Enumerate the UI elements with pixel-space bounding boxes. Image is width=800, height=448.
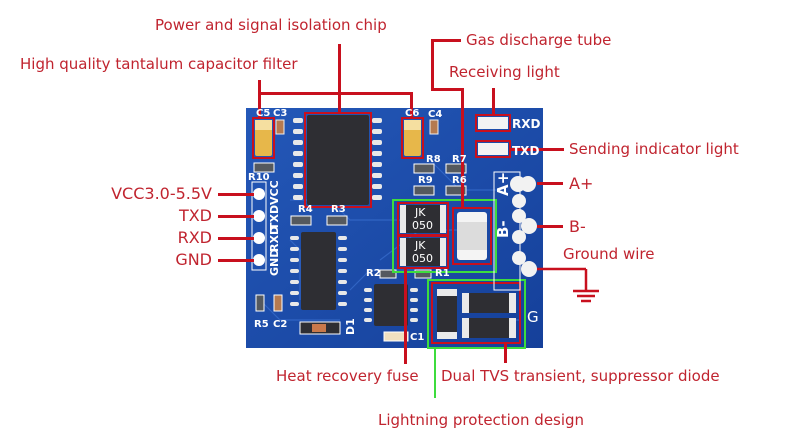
header-outline (251, 181, 267, 271)
leader-gas-h1 (431, 39, 461, 42)
gas-discharge-tube (452, 207, 492, 265)
leader-txd (218, 215, 254, 218)
silk-c6: C6 (405, 108, 420, 119)
silk-c2: C2 (273, 319, 288, 330)
lightning-box-upper (392, 199, 497, 273)
pin-label-rxd: RXD (177, 228, 212, 247)
leader-rxd (218, 237, 254, 240)
isolation-chip (293, 112, 382, 208)
callout-gas-tube: Gas discharge tube (466, 31, 612, 49)
fuse1-line2: 050 (412, 219, 433, 232)
silk-r3: R3 (331, 204, 346, 215)
silk-vcc: VCC (268, 180, 281, 205)
leader-b-minus (537, 225, 563, 228)
silk-d1: D1 (344, 318, 357, 335)
pin-label-gnd: GND (175, 250, 212, 269)
silk-r5: R5 (254, 319, 269, 330)
callout-receiving-light: Receiving light (449, 63, 560, 81)
rxd-led (475, 114, 511, 132)
tantalum-capacitor-c6 (401, 117, 424, 159)
leader-gas-v1 (431, 39, 434, 91)
silk-r2: R2 (366, 268, 381, 279)
leader-gas-h2 (431, 88, 463, 91)
silk-rxd-led: RXD (512, 117, 541, 131)
fuse2-line2: 050 (412, 252, 433, 265)
silk-r8: R8 (426, 154, 441, 165)
transceiver-chip (290, 232, 347, 310)
callout-heat-fuse: Heat recovery fuse (276, 367, 419, 385)
fuse1-line1: JK (415, 206, 426, 219)
fuse-2 (397, 235, 449, 269)
silk-c3: C3 (273, 108, 288, 119)
silk-c4: C4 (428, 109, 443, 120)
leader-vcc (218, 193, 254, 196)
small-ic (364, 284, 418, 326)
leader-lightning (434, 348, 436, 398)
leader-tantalum-horiz (258, 92, 411, 95)
callout-power-isolation: Power and signal isolation chip (155, 16, 387, 34)
silk-r10: R10 (248, 172, 270, 183)
silk-r6: R6 (452, 175, 467, 186)
fuse2-line1: JK (415, 239, 426, 252)
txd-led (475, 140, 511, 158)
silk-b-minus: B- (494, 220, 512, 238)
silk-g: G (527, 308, 539, 326)
callout-sending-light: Sending indicator light (569, 140, 739, 158)
silk-txd-led: TXD (512, 144, 540, 158)
leader-rx (492, 88, 495, 116)
silk-r9: R9 (418, 175, 433, 186)
leader-tx (510, 148, 564, 151)
callout-b-minus: B- (569, 217, 586, 236)
callout-lightning: Lightning protection design (378, 411, 585, 429)
tvs-diodes (431, 282, 521, 344)
silk-c1: C1 (410, 332, 425, 343)
callout-ground-wire: Ground wire (563, 245, 655, 263)
pin-label-txd: TXD (178, 206, 212, 225)
leader-tvs (504, 343, 507, 363)
callout-tvs-diode: Dual TVS transient, suppressor diode (441, 367, 720, 385)
silk-a-plus: A+ (494, 171, 512, 196)
leader-gnd (218, 259, 254, 262)
leader-a-plus (537, 182, 563, 185)
callout-a-plus: A+ (569, 174, 594, 193)
leader-tantalum-vert (258, 80, 261, 118)
leader-gas-v2 (461, 88, 464, 208)
lightning-box-lower (427, 279, 526, 349)
silk-c5: C5 (256, 108, 271, 119)
silk-r7: R7 (452, 154, 467, 165)
silk-gnd: GND (268, 248, 281, 276)
fuse-1 (397, 202, 449, 236)
ground-symbol (537, 267, 599, 303)
leader-fuse (404, 268, 407, 364)
leader-tantalum-c6 (410, 92, 413, 118)
leader-isolation (338, 44, 341, 114)
callout-tantalum: High quality tantalum capacitor filter (20, 55, 298, 73)
silk-r4: R4 (298, 204, 313, 215)
pin-label-vcc: VCC3.0-5.5V (111, 184, 212, 203)
silk-r1: R1 (435, 268, 450, 279)
tantalum-capacitor-c5 (252, 117, 275, 159)
